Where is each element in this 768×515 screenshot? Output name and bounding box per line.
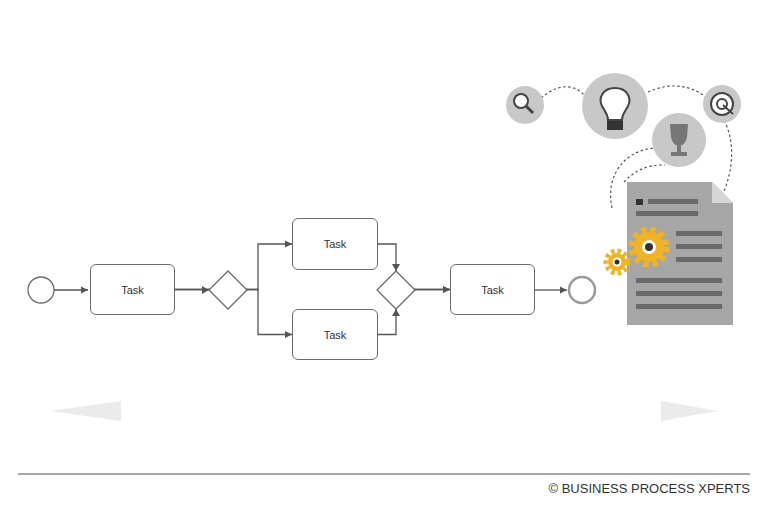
arrow-head (392, 309, 400, 316)
task-label: Task (324, 329, 347, 341)
task-label: Task (121, 284, 144, 296)
task-label: Task (324, 238, 347, 250)
start-event (28, 277, 54, 303)
nav-arrow (50, 401, 121, 421)
trophy-icon (652, 113, 706, 167)
nav-arrow (661, 401, 718, 421)
document (627, 182, 733, 325)
process-box: Task (90, 264, 175, 315)
flow-line (54, 289, 88, 290)
process-box: Task (450, 264, 535, 315)
gear (606, 230, 666, 273)
footer-rule (18, 473, 750, 474)
arrow-head (202, 286, 209, 294)
arrow-head (392, 264, 400, 271)
flow-line (535, 289, 567, 290)
merge-gateway (377, 271, 415, 309)
task-label: Task (481, 284, 504, 296)
target-icon (703, 85, 741, 123)
search-icon (506, 86, 544, 124)
process-box: Task (292, 309, 378, 360)
split-gateway (209, 271, 247, 309)
idea-icon (582, 73, 648, 139)
copyright-note: © BUSINESS PROCESS XPERTS (548, 481, 750, 496)
end-event (569, 277, 595, 303)
process-box: Task (292, 218, 378, 270)
